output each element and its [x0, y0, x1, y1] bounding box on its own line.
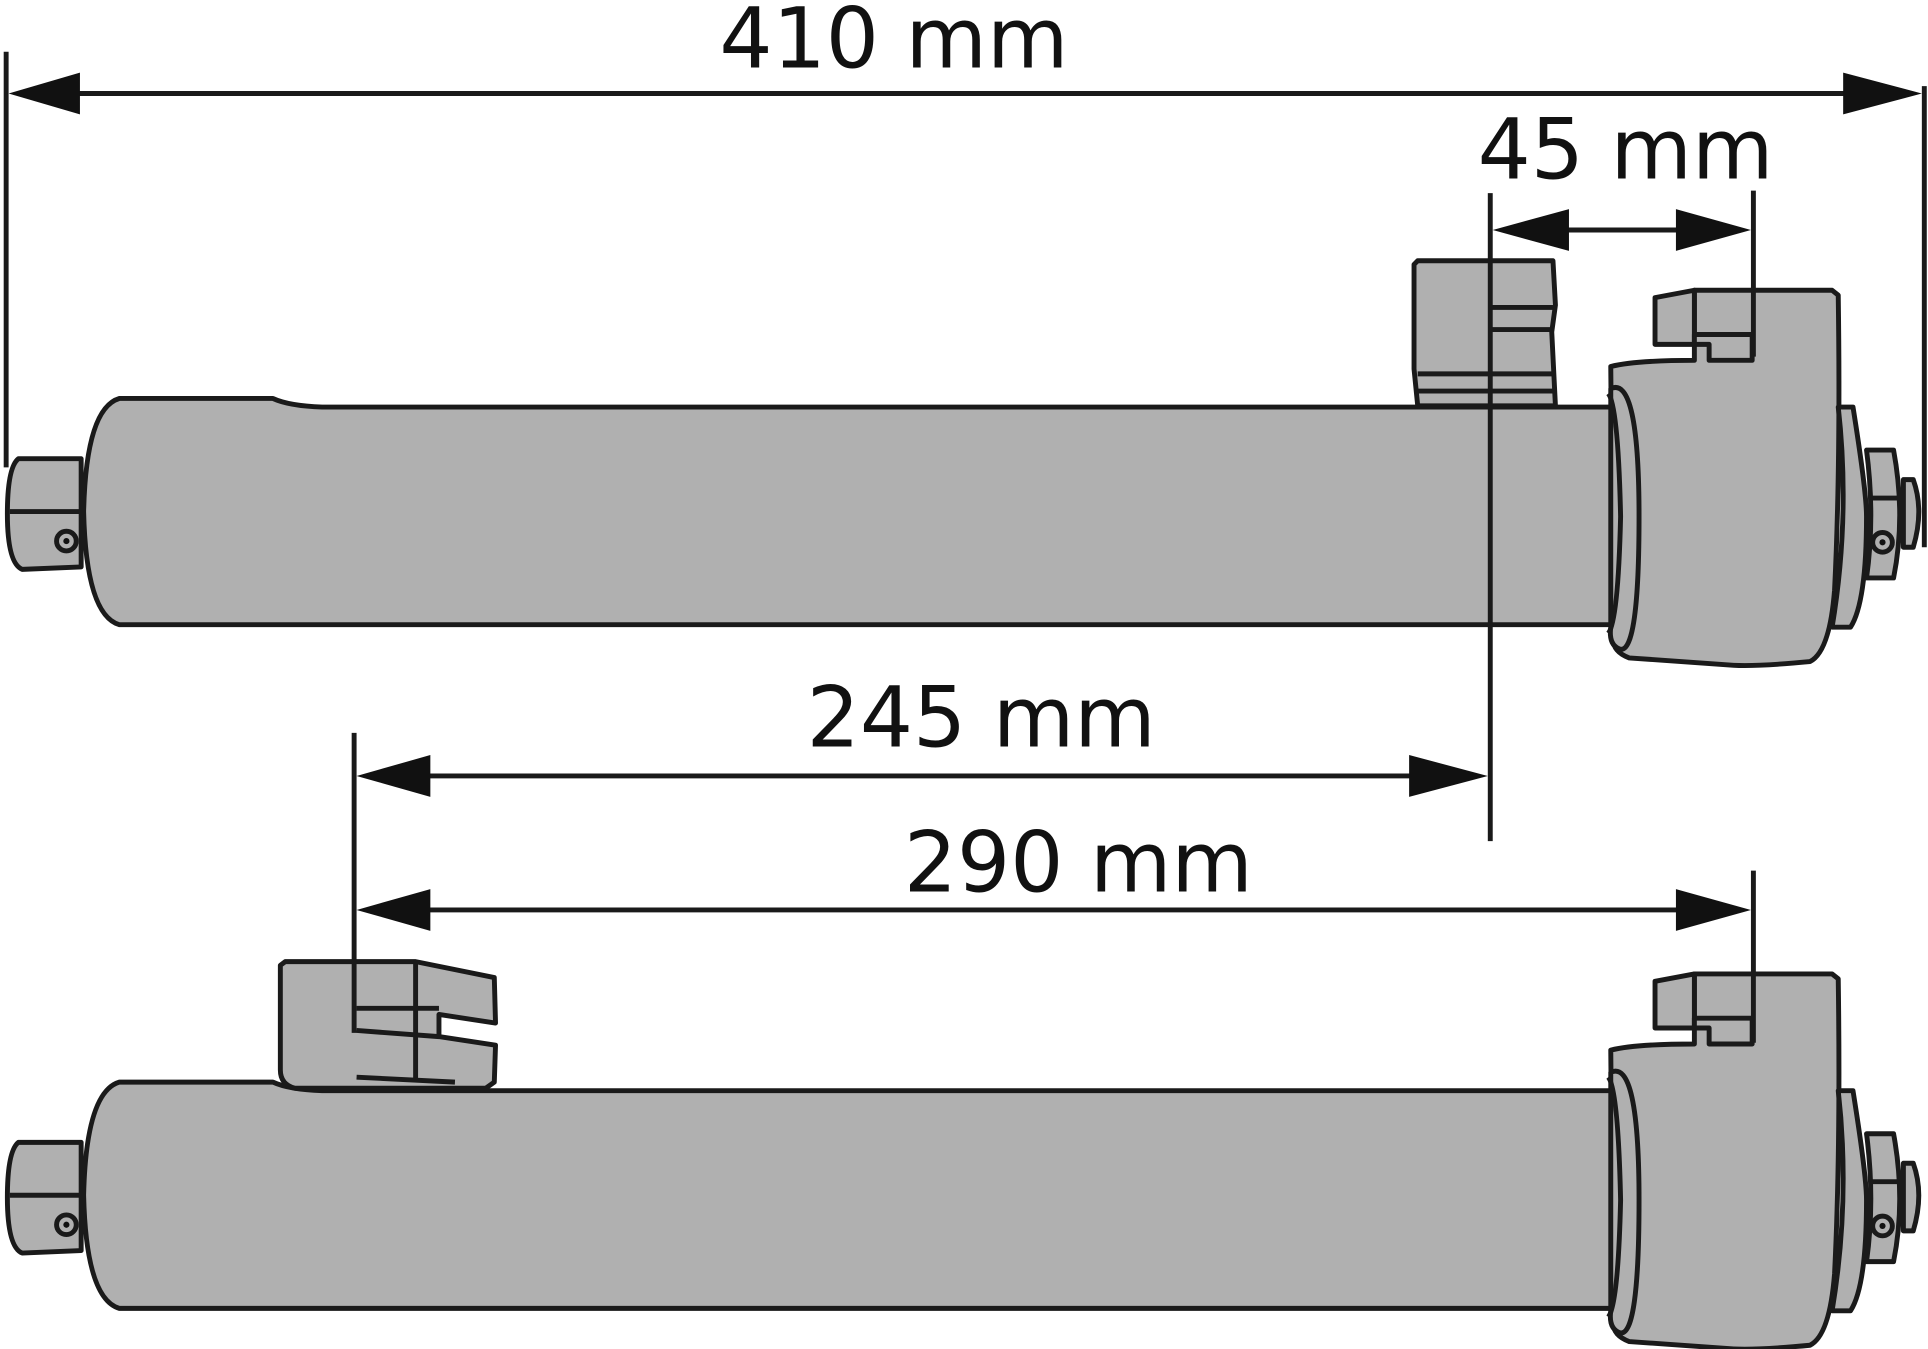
dimension-label-45: 45 mm [1478, 100, 1774, 198]
dimension-label-290: 290 mm [904, 814, 1253, 912]
clamp-bottom [277, 959, 498, 1091]
dimension-overall: 410 mm [3, 0, 1927, 548]
dimension-label-245: 245 mm [807, 668, 1156, 766]
dimension-clamp-offset: 45 mm [1478, 100, 1774, 842]
clamp-top [1414, 261, 1555, 406]
dimension-stroke-retracted: 245 mm [351, 668, 1488, 1033]
dimension-stroke-extended: 290 mm [356, 814, 1756, 1043]
dimension-label-410: 410 mm [719, 0, 1068, 88]
actuator-retracted [7, 261, 1918, 666]
